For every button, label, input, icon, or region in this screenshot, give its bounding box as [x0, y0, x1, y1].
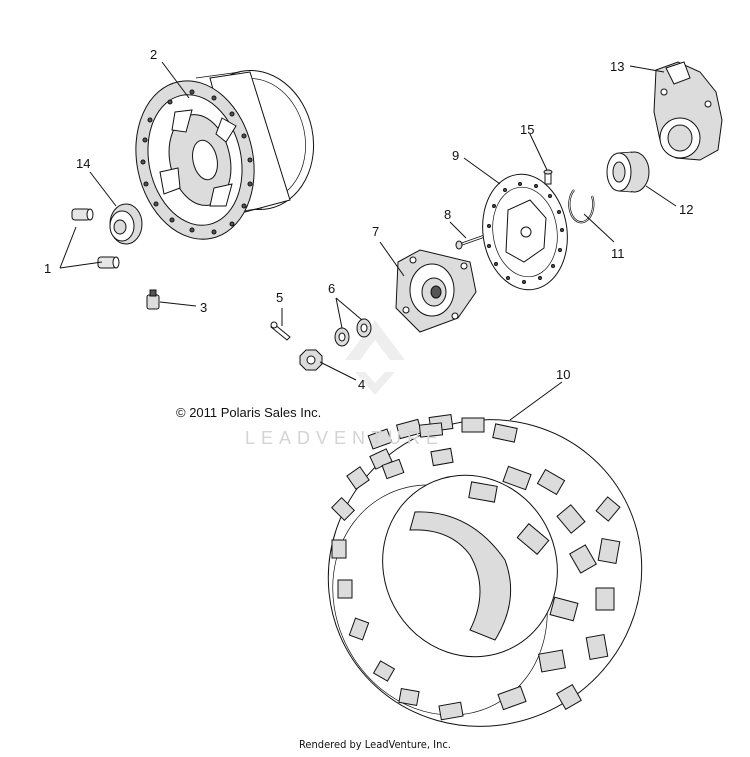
callout-4: 4 — [358, 377, 365, 392]
cotter-pin — [270, 321, 291, 341]
leader-lines — [59, 61, 677, 421]
callout-10: 10 — [556, 367, 570, 382]
copyright-text: © 2011 Polaris Sales Inc. — [176, 405, 322, 420]
washer-small — [356, 318, 372, 338]
callout-11: 11 — [611, 246, 625, 261]
watermark-text: LEADVENTURE — [245, 428, 445, 448]
callout-6: 6 — [328, 281, 335, 296]
callout-1: 1 — [44, 261, 51, 276]
tire — [327, 413, 643, 727]
wheel-hub — [395, 249, 477, 333]
callout-labels: 2 14 1 3 5 4 6 7 8 9 15 11 12 13 10 — [44, 47, 693, 392]
valve-stem — [146, 289, 160, 310]
callout-5: 5 — [276, 290, 283, 305]
callout-3: 3 — [200, 300, 207, 315]
callout-8: 8 — [444, 207, 451, 222]
footer-text: Rendered by LeadVenture, Inc. — [299, 738, 451, 751]
brake-disc — [482, 173, 568, 291]
watermark-logo — [345, 320, 405, 395]
brake-disc-holes — [487, 182, 564, 284]
tire-tread — [330, 413, 621, 721]
callout-15: 15 — [520, 122, 534, 137]
callout-12: 12 — [679, 202, 693, 217]
wheel-rim — [135, 69, 315, 240]
callout-7: 7 — [372, 224, 379, 239]
lug-stud-upper — [71, 208, 94, 221]
washer-large — [334, 327, 350, 347]
rim-bolt-ring — [140, 89, 253, 235]
castle-nut — [299, 349, 323, 371]
hub-cap — [109, 203, 143, 245]
bolt-15 — [543, 169, 553, 185]
callout-2: 2 — [150, 47, 157, 62]
lug-stud-lower — [97, 256, 120, 269]
callout-14: 14 — [76, 156, 90, 171]
steering-knuckle — [653, 61, 723, 161]
callout-9: 9 — [452, 148, 459, 163]
callout-13: 13 — [610, 59, 624, 74]
snap-ring — [568, 189, 595, 224]
bearing — [606, 151, 650, 193]
